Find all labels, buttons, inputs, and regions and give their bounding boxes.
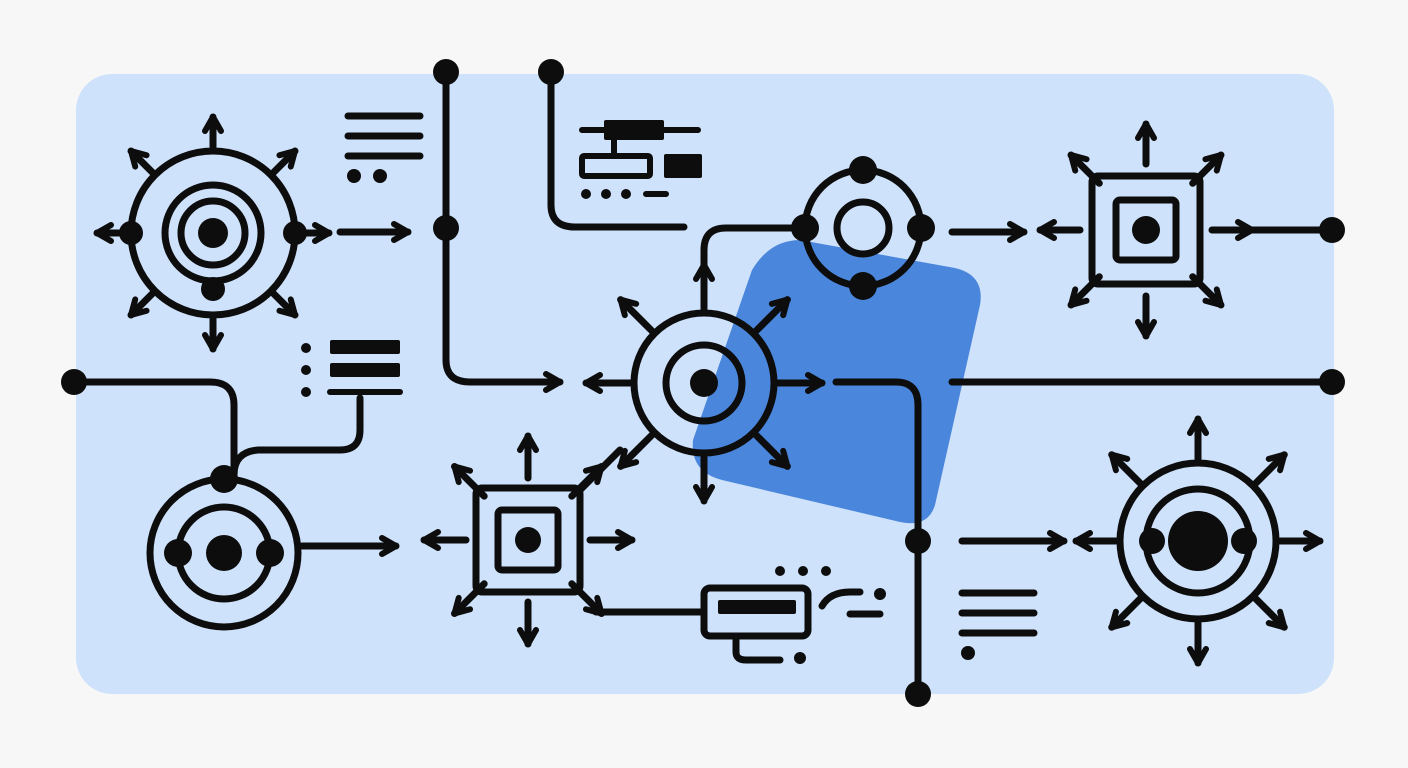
radial-arrow	[752, 431, 791, 470]
endpoint-dots	[61, 59, 1345, 707]
radial-arrow	[617, 431, 656, 470]
radial-arrow	[1252, 451, 1288, 487]
radial-arrow	[1108, 595, 1144, 631]
text-lines-icon	[958, 589, 1038, 660]
connectors	[70, 68, 1336, 698]
hub-center	[582, 261, 826, 505]
radial-arrow	[1252, 595, 1288, 631]
radial-arrow	[752, 296, 791, 335]
radial-arrows	[582, 261, 826, 505]
ring-top-center	[791, 156, 935, 300]
bar-label-icon	[579, 120, 702, 199]
radial-arrow	[270, 147, 299, 176]
radial-arrow	[617, 296, 656, 335]
radial-arrow	[270, 290, 299, 319]
bar-label-icon	[301, 340, 403, 397]
component-bottom	[700, 566, 886, 664]
hub-bottom-right	[1072, 415, 1324, 667]
text-lines-icon	[344, 112, 424, 183]
square-bottom-center	[420, 432, 636, 648]
ring-bottom-left	[146, 465, 302, 631]
hub-top-left	[93, 113, 333, 353]
square-top-right	[1036, 120, 1256, 340]
radial-arrow	[127, 147, 156, 176]
radial-arrows	[93, 113, 333, 353]
radial-arrow	[1108, 451, 1144, 487]
radial-arrow	[127, 290, 156, 319]
radial-arrows	[1072, 415, 1324, 667]
